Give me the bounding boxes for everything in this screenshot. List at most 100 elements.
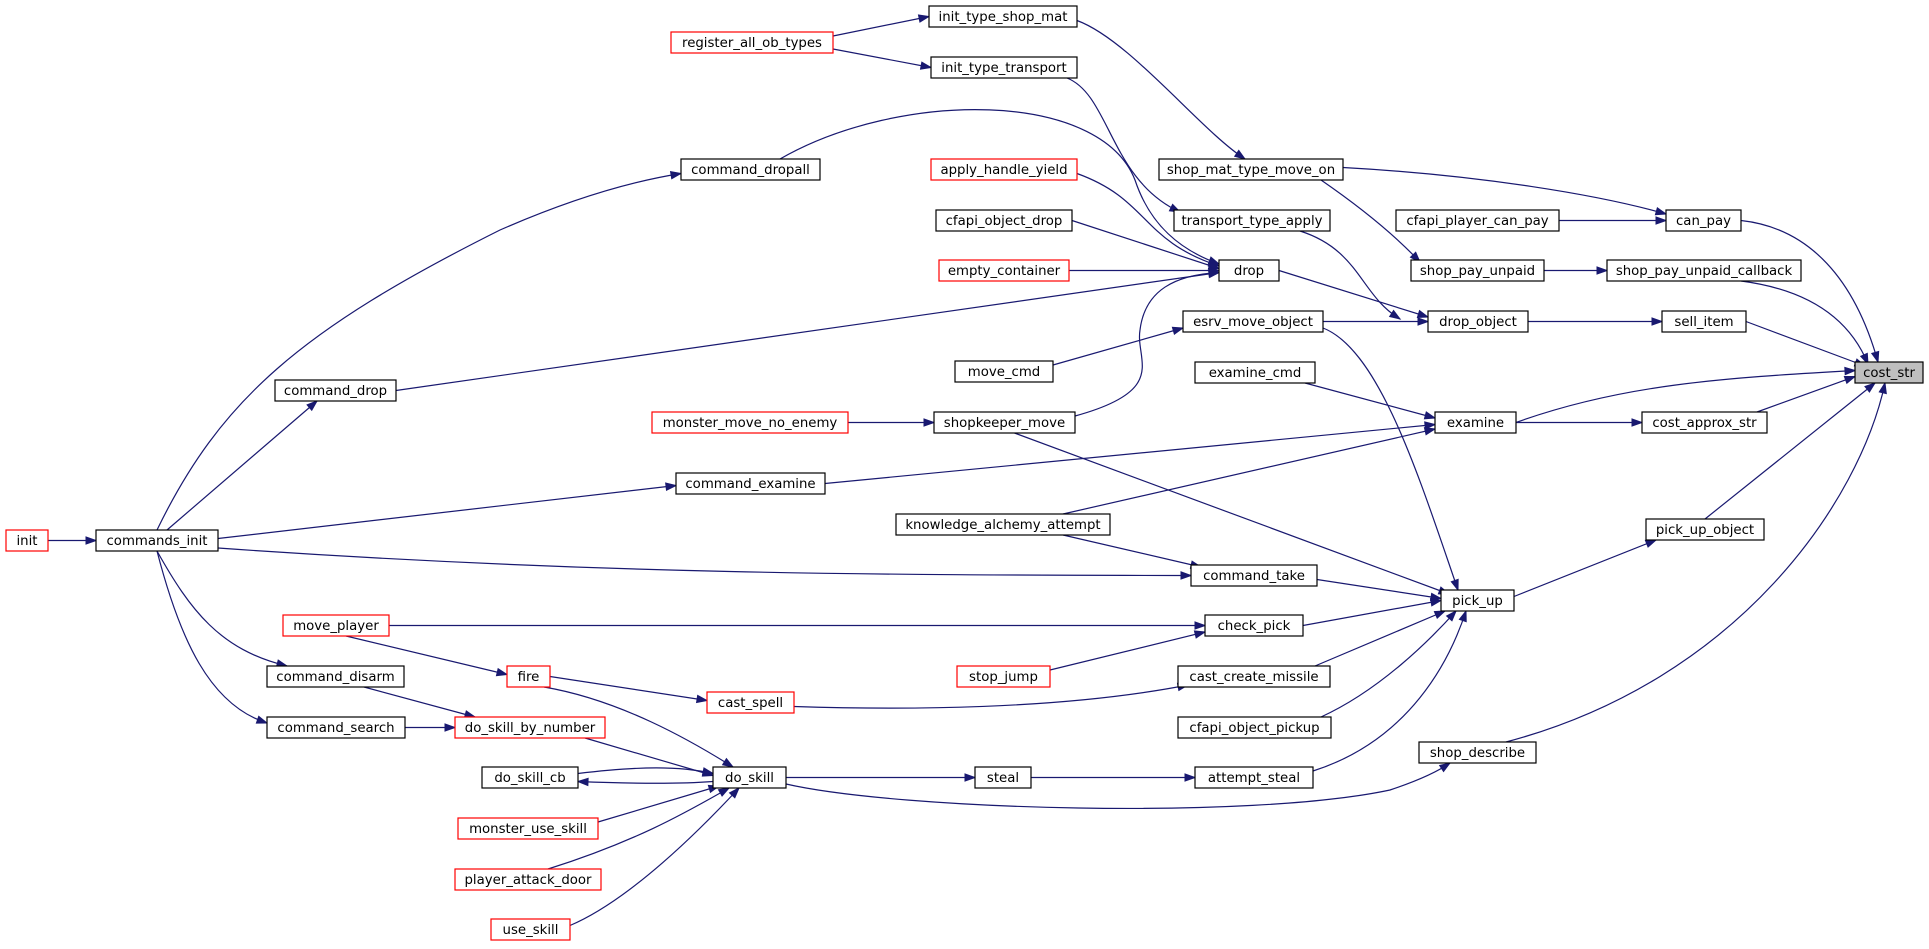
node-box[interactable] — [506, 665, 551, 688]
node-esrv_move_object[interactable]: esrv_move_object — [1182, 310, 1324, 333]
node-init_type_transport[interactable]: init_type_transport — [930, 56, 1078, 79]
node-box[interactable] — [490, 918, 571, 941]
node-box[interactable] — [1645, 518, 1765, 541]
node-stop_jump[interactable]: stop_jump — [956, 665, 1051, 688]
node-command_disarm[interactable]: command_disarm — [266, 665, 405, 688]
node-monster_use_skill[interactable]: monster_use_skill — [457, 817, 599, 840]
node-cfapi_player_can_pay[interactable]: cfapi_player_can_pay — [1395, 209, 1560, 232]
node-box[interactable] — [1158, 158, 1344, 181]
node-cast_create_missile[interactable]: cast_create_missile — [1177, 665, 1331, 688]
node-init[interactable]: init — [5, 529, 49, 552]
node-box[interactable] — [651, 411, 849, 434]
node-check_pick[interactable]: check_pick — [1204, 614, 1304, 637]
node-move_player[interactable]: move_player — [282, 614, 390, 637]
node-box[interactable] — [282, 614, 390, 637]
node-box[interactable] — [1194, 361, 1316, 384]
node-cfapi_object_drop[interactable]: cfapi_object_drop — [935, 209, 1073, 232]
node-box[interactable] — [680, 158, 821, 181]
node-box[interactable] — [895, 513, 1111, 536]
node-box[interactable] — [457, 817, 599, 840]
node-box[interactable] — [1854, 361, 1924, 384]
node-box[interactable] — [5, 529, 49, 552]
node-box[interactable] — [930, 158, 1078, 181]
node-box[interactable] — [1177, 716, 1332, 739]
node-box[interactable] — [675, 472, 826, 495]
node-command_take[interactable]: command_take — [1190, 564, 1318, 587]
node-box[interactable] — [1177, 665, 1331, 688]
node-box[interactable] — [706, 691, 795, 714]
node-box[interactable] — [1427, 310, 1529, 333]
node-transport_type_apply[interactable]: transport_type_apply — [1173, 209, 1331, 232]
node-register_all_ob_types[interactable]: register_all_ob_types — [670, 31, 834, 54]
node-command_dropall[interactable]: command_dropall — [680, 158, 821, 181]
node-box[interactable] — [1204, 614, 1304, 637]
node-sell_item[interactable]: sell_item — [1661, 310, 1747, 333]
node-box[interactable] — [266, 716, 406, 739]
node-monster_move_no_enemy[interactable]: monster_move_no_enemy — [651, 411, 849, 434]
node-pick_up[interactable]: pick_up — [1440, 589, 1515, 612]
node-box[interactable] — [930, 56, 1078, 79]
node-command_drop[interactable]: command_drop — [274, 379, 397, 402]
node-steal[interactable]: steal — [974, 766, 1032, 789]
node-box[interactable] — [935, 209, 1073, 232]
node-box[interactable] — [95, 529, 219, 552]
node-box[interactable] — [454, 868, 602, 891]
node-box[interactable] — [1606, 259, 1802, 282]
node-box[interactable] — [1665, 209, 1742, 232]
node-cfapi_object_pickup[interactable]: cfapi_object_pickup — [1177, 716, 1332, 739]
node-shop_mat_type_move_on[interactable]: shop_mat_type_move_on — [1158, 158, 1344, 181]
node-examine_cmd[interactable]: examine_cmd — [1194, 361, 1316, 384]
node-shop_pay_unpaid_callback[interactable]: shop_pay_unpaid_callback — [1606, 259, 1802, 282]
node-box[interactable] — [1190, 564, 1318, 587]
node-command_search[interactable]: command_search — [266, 716, 406, 739]
node-do_skill[interactable]: do_skill — [712, 766, 787, 789]
node-shopkeeper_move[interactable]: shopkeeper_move — [933, 411, 1076, 434]
node-cost_str[interactable]: cost_str — [1854, 361, 1924, 384]
node-box[interactable] — [1173, 209, 1331, 232]
node-cast_spell[interactable]: cast_spell — [706, 691, 795, 714]
node-examine[interactable]: examine — [1434, 411, 1517, 434]
node-shop_pay_unpaid[interactable]: shop_pay_unpaid — [1410, 259, 1545, 282]
node-shop_describe[interactable]: shop_describe — [1418, 741, 1537, 764]
node-commands_init[interactable]: commands_init — [95, 529, 219, 552]
node-knowledge_alchemy_attempt[interactable]: knowledge_alchemy_attempt — [895, 513, 1111, 536]
node-box[interactable] — [1434, 411, 1517, 434]
node-do_skill_by_number[interactable]: do_skill_by_number — [454, 716, 606, 739]
node-box[interactable] — [1641, 411, 1768, 434]
node-box[interactable] — [928, 5, 1078, 28]
node-box[interactable] — [481, 766, 579, 789]
node-drop[interactable]: drop — [1218, 259, 1280, 282]
node-box[interactable] — [1395, 209, 1560, 232]
node-box[interactable] — [1182, 310, 1324, 333]
node-box[interactable] — [274, 379, 397, 402]
node-box[interactable] — [670, 31, 834, 54]
node-drop_object[interactable]: drop_object — [1427, 310, 1529, 333]
node-cost_approx_str[interactable]: cost_approx_str — [1641, 411, 1768, 434]
node-box[interactable] — [712, 766, 787, 789]
node-box[interactable] — [974, 766, 1032, 789]
node-box[interactable] — [956, 665, 1051, 688]
node-do_skill_cb[interactable]: do_skill_cb — [481, 766, 579, 789]
node-use_skill[interactable]: use_skill — [490, 918, 571, 941]
node-empty_container[interactable]: empty_container — [938, 259, 1070, 282]
node-fire[interactable]: fire — [506, 665, 551, 688]
node-apply_handle_yield[interactable]: apply_handle_yield — [930, 158, 1078, 181]
node-player_attack_door[interactable]: player_attack_door — [454, 868, 602, 891]
node-attempt_steal[interactable]: attempt_steal — [1194, 766, 1314, 789]
node-box[interactable] — [938, 259, 1070, 282]
node-can_pay[interactable]: can_pay — [1665, 209, 1742, 232]
node-command_examine[interactable]: command_examine — [675, 472, 826, 495]
node-box[interactable] — [954, 360, 1054, 383]
node-box[interactable] — [1661, 310, 1747, 333]
node-box[interactable] — [266, 665, 405, 688]
node-box[interactable] — [1410, 259, 1545, 282]
node-box[interactable] — [1218, 259, 1280, 282]
node-box[interactable] — [1440, 589, 1515, 612]
node-box[interactable] — [454, 716, 606, 739]
node-box[interactable] — [933, 411, 1076, 434]
node-move_cmd[interactable]: move_cmd — [954, 360, 1054, 383]
node-init_type_shop_mat[interactable]: init_type_shop_mat — [928, 5, 1078, 28]
node-box[interactable] — [1418, 741, 1537, 764]
node-pick_up_object[interactable]: pick_up_object — [1645, 518, 1765, 541]
node-box[interactable] — [1194, 766, 1314, 789]
